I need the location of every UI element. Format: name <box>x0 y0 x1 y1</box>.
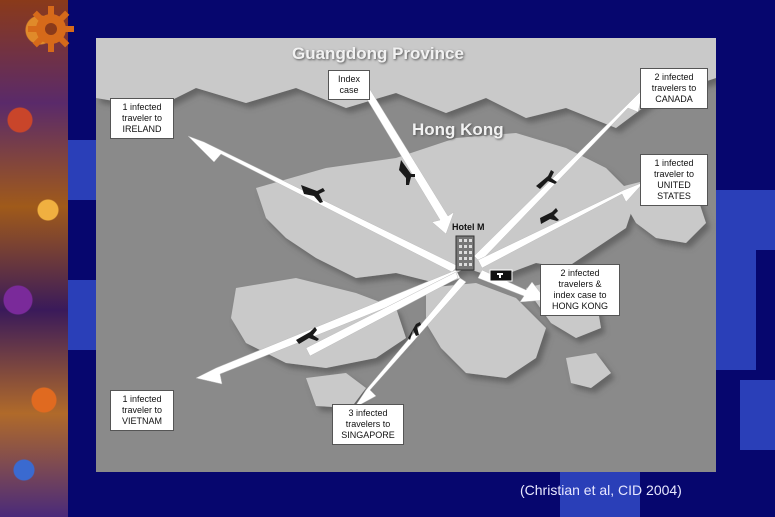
plane-icons <box>296 160 559 344</box>
background-block <box>560 472 640 517</box>
citation: (Christian et al, CID 2004) <box>520 482 682 498</box>
label-singapore: 3 infected travelers to SINGAPORE <box>332 404 404 445</box>
background-block <box>68 280 96 350</box>
map-graphic <box>96 38 716 409</box>
hotel-label: Hotel M <box>452 222 485 232</box>
plane-icon <box>399 160 415 185</box>
background-block <box>68 140 96 200</box>
hong-kong-map: Guangdong Province Hong Kong Hotel M Ind… <box>96 38 716 472</box>
province-title: Guangdong Province <box>292 44 464 63</box>
background-block <box>716 190 775 250</box>
city-title: Hong Kong <box>412 120 504 139</box>
label-canada: 2 infected travelers to CANADA <box>640 68 708 109</box>
arrows <box>187 82 645 409</box>
label-ireland: 1 infected traveler to IRELAND <box>110 98 174 139</box>
plane-icon <box>540 208 559 224</box>
label-hong-kong: 2 infected travelers & index case to HON… <box>540 264 620 316</box>
plane-icon <box>408 322 421 340</box>
label-united-states: 1 infected traveler to UNITED STATES <box>640 154 708 206</box>
background-block <box>740 380 775 450</box>
arrow-to-singapore <box>353 277 467 409</box>
gear-icon <box>28 6 74 52</box>
ambulance-icon <box>489 269 513 282</box>
label-index-case: Index case <box>328 70 370 100</box>
arrow-index-case <box>358 82 455 235</box>
arrow-to-hong-kong-south <box>305 271 459 357</box>
hotel-building <box>455 235 475 271</box>
plane-icon <box>536 170 557 189</box>
plane-icon <box>296 327 319 344</box>
arrow-to-united-states <box>477 181 645 269</box>
background-block <box>716 250 756 370</box>
label-vietnam: 1 infected traveler to VIETNAM <box>110 390 174 431</box>
landmass <box>96 38 716 408</box>
plane-icon <box>301 185 325 203</box>
decorative-gear-strip <box>0 0 68 517</box>
